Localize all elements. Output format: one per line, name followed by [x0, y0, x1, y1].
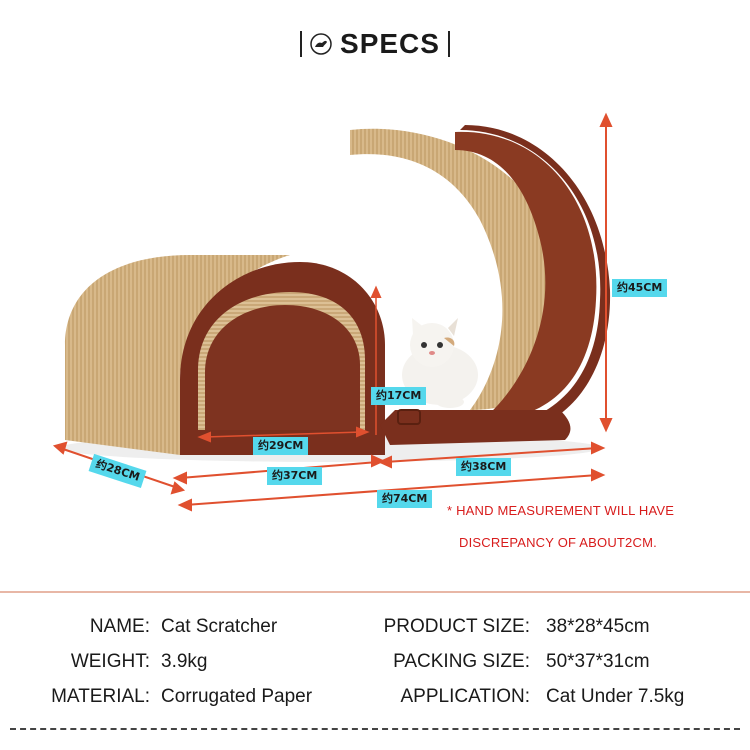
- dim-tunnel-width-label: 约29CM: [253, 437, 309, 455]
- header-left-bar: [300, 31, 303, 57]
- dim-small-length-label: 约37CM: [267, 467, 323, 485]
- page-header: SPECS: [0, 24, 750, 64]
- spec-label: PRODUCT SIZE:: [383, 616, 530, 637]
- spec-label: APPLICATION:: [400, 686, 530, 707]
- spec-row: WEIGHT: 3.9kg PACKING SIZE: 50*37*31cm: [0, 651, 750, 677]
- dim-total-length-label: 约74CM: [377, 490, 433, 508]
- spec-row: MATERIAL: Corrugated Paper APPLICATION: …: [0, 686, 750, 712]
- measurement-note-line1: * HAND MEASUREMENT WILL HAVE: [447, 503, 675, 518]
- spec-label: WEIGHT:: [70, 651, 150, 672]
- page-title: SPECS: [340, 28, 440, 59]
- dim-large-length-label: 约38CM: [456, 458, 512, 476]
- spec-row: NAME: Cat Scratcher PRODUCT SIZE: 38*28*…: [0, 616, 750, 642]
- spec-value: 50*37*31cm: [546, 651, 650, 672]
- spec-label: NAME:: [89, 616, 150, 637]
- spec-value: 3.9kg: [161, 651, 208, 672]
- section-divider: [0, 591, 750, 593]
- moon-base-slot: [397, 409, 421, 425]
- spec-label: MATERIAL:: [51, 686, 150, 707]
- dim-tunnel-height-label: 约17CM: [371, 387, 427, 405]
- cat-paw-icon: [310, 33, 332, 55]
- measurement-note-line2: DISCREPANCY OF ABOUT2CM.: [459, 535, 657, 550]
- tunnel-inner-panel: [205, 305, 360, 430]
- spec-label: PACKING SIZE:: [393, 651, 530, 672]
- spec-value: Cat Scratcher: [161, 616, 278, 637]
- spec-value: 38*28*45cm: [546, 616, 650, 637]
- product-illustration: [52, 112, 613, 512]
- header-right-bar: [447, 31, 450, 57]
- spec-value: Cat Under 7.5kg: [546, 686, 685, 707]
- moon-base: [380, 410, 571, 445]
- moon-cardboard-surface: [350, 128, 571, 410]
- spec-value: Corrugated Paper: [161, 686, 313, 707]
- moon-front-panel: [455, 131, 597, 422]
- tunnel-cardboard-body: [65, 255, 290, 455]
- dim-height-label: 约45CM: [612, 279, 668, 297]
- bottom-dashed-divider: [10, 728, 740, 730]
